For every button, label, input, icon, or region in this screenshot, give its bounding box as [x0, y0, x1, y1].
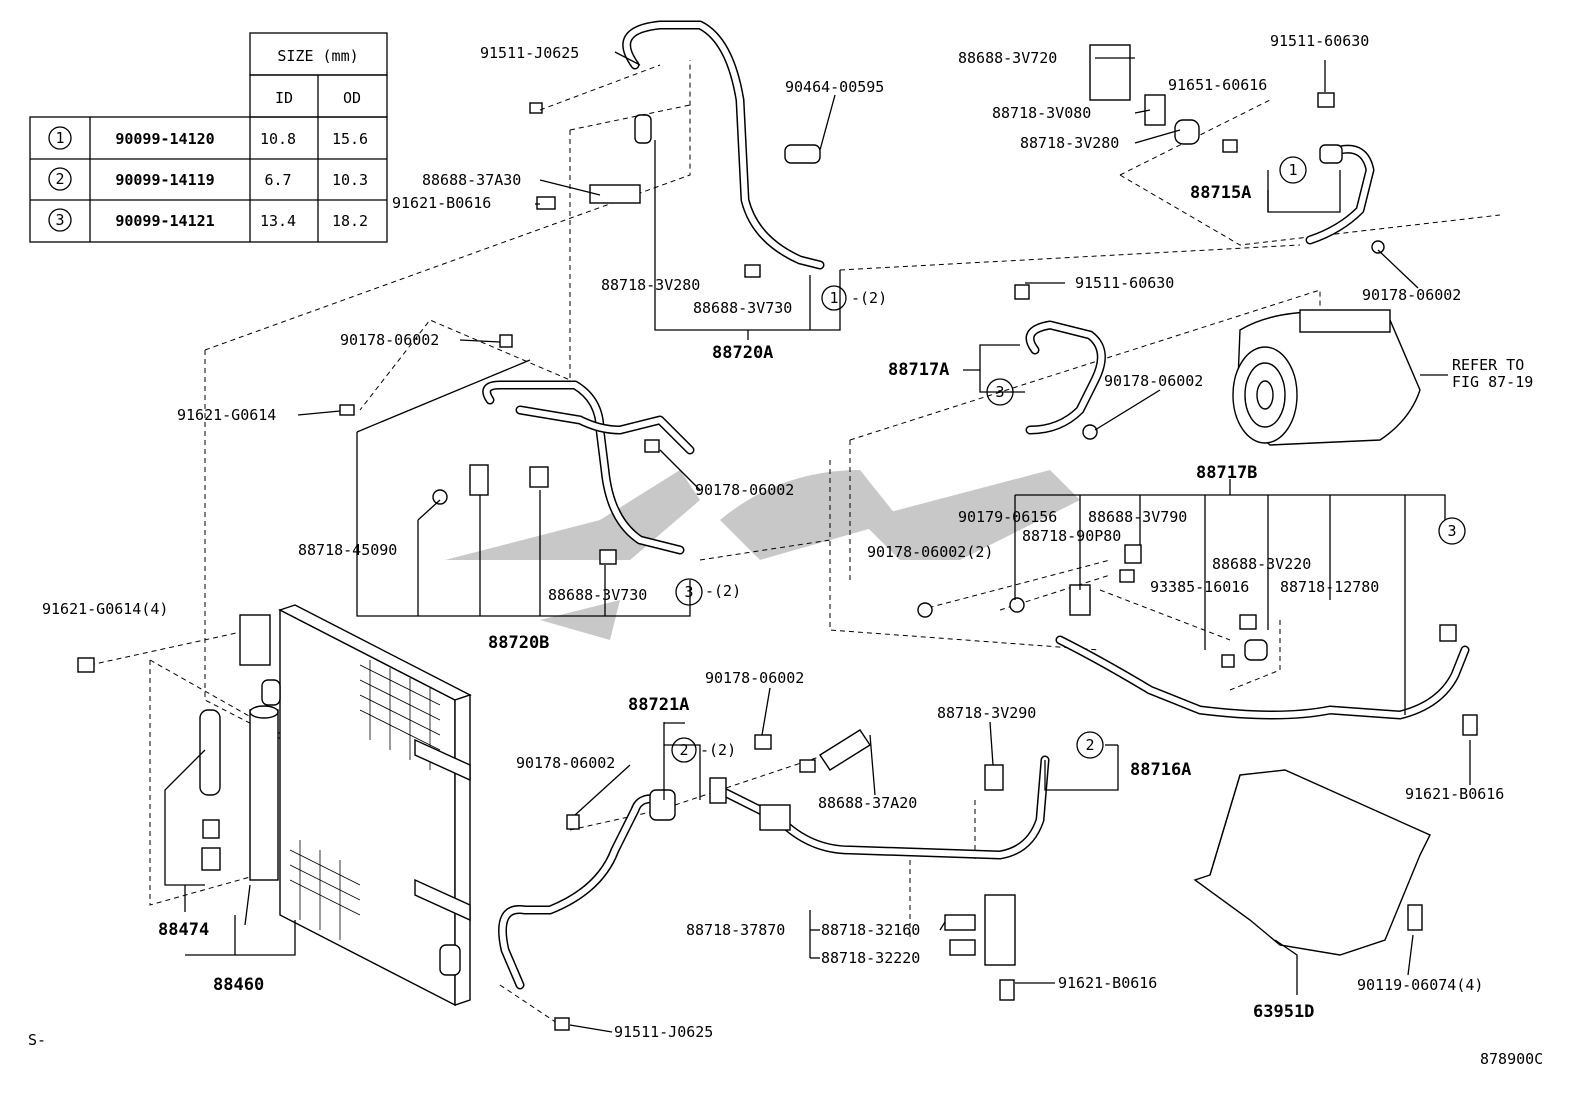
condenser-88460: [239, 604, 472, 1007]
part-labels: 91511-J0625 90464-00595 88688-37A30 9162…: [28, 32, 1543, 1068]
label-s-marker: S-: [28, 1031, 46, 1049]
label-88688-3V730-b: 88688-3V730: [548, 586, 647, 604]
label-90178-06002-b: 90178-06002: [1104, 372, 1203, 390]
label-88717A: 88717A: [888, 360, 949, 380]
table-od-1: 15.6: [332, 130, 368, 148]
callout-2-b: 2: [1085, 736, 1094, 754]
table-marker-1: 1: [55, 129, 64, 147]
col-id-header: ID: [275, 89, 293, 107]
label-88718-90P80: 88718-90P80: [1022, 527, 1121, 545]
callout-2-a: 2: [679, 741, 688, 759]
label-88718-12780: 88718-12780: [1280, 578, 1379, 596]
label-88474: 88474: [158, 920, 209, 940]
label-88716A: 88716A: [1130, 760, 1191, 780]
label-88720A: 88720A: [712, 343, 773, 363]
label-88718-3V280-a: 88718-3V280: [601, 276, 700, 294]
label-90178-06002-d: 90178-06002: [695, 481, 794, 499]
label-qty-1a: -(2): [851, 289, 887, 307]
table-od-2: 10.3: [332, 171, 368, 189]
pipes: [482, 20, 1470, 990]
label-90178-06002-e: 90178-06002: [705, 669, 804, 687]
table-part-3: 90099-14121: [115, 212, 214, 230]
label-88688-3V790: 88688-3V790: [1088, 508, 1187, 526]
label-63951D: 63951D: [1253, 1002, 1314, 1022]
label-88688-3V720: 88688-3V720: [958, 49, 1057, 67]
label-88688-37A30: 88688-37A30: [422, 171, 521, 189]
callout-1-b: 1: [1288, 161, 1297, 179]
label-91621-B0616-b: 91621-B0616: [1405, 785, 1504, 803]
label-90179-06156: 90179-06156: [958, 508, 1057, 526]
table-od-3: 18.2: [332, 212, 368, 230]
label-88688-3V730-a: 88688-3V730: [693, 299, 792, 317]
size-header: SIZE (mm): [277, 47, 358, 65]
label-93385-16016: 93385-16016: [1150, 578, 1249, 596]
label-88718-32220: 88718-32220: [821, 949, 920, 967]
callout-1-a: 1: [829, 289, 838, 307]
label-91511-60630-top: 91511-60630: [1270, 32, 1369, 50]
label-88718-3V290: 88718-3V290: [937, 704, 1036, 722]
label-88718-3V080: 88718-3V080: [992, 104, 1091, 122]
label-fig-87-19: FIG 87-19: [1452, 373, 1533, 391]
compressor: [1232, 309, 1448, 446]
label-91511-J0625-top: 91511-J0625: [480, 44, 579, 62]
label-88718-3V280-b: 88718-3V280: [1020, 134, 1119, 152]
label-91621-G0614-4: 91621-G0614(4): [42, 600, 168, 618]
label-refer-to: REFER TO: [1452, 356, 1524, 374]
heat-shield-63951D: [1193, 769, 1431, 956]
table-part-2: 90099-14119: [115, 171, 214, 189]
label-88715A: 88715A: [1190, 183, 1251, 203]
label-91621-B0616-c: 91621-B0616: [1058, 974, 1157, 992]
table-id-1: 10.8: [260, 130, 296, 148]
callout-3-a: 3: [995, 383, 1004, 401]
label-qty-2a: -(2): [700, 741, 736, 759]
small-hardware: [77, 44, 1478, 1031]
label-90178-06002-2: 90178-06002(2): [867, 543, 993, 561]
col-od-header: OD: [343, 89, 361, 107]
label-91511-J0625-bottom: 91511-J0625: [614, 1023, 713, 1041]
label-88721A: 88721A: [628, 695, 689, 715]
label-88720B: 88720B: [488, 633, 549, 653]
callout-3-c: 3: [1447, 522, 1456, 540]
label-figure-code: 878900C: [1480, 1050, 1543, 1068]
table-id-2: 6.7: [264, 171, 291, 189]
label-91621-G0614: 91621-G0614: [177, 406, 276, 424]
label-90464-00595: 90464-00595: [785, 78, 884, 96]
label-91511-60630-mid: 91511-60630: [1075, 274, 1174, 292]
table-id-3: 13.4: [260, 212, 296, 230]
label-88718-45090: 88718-45090: [298, 541, 397, 559]
label-88688-3V220: 88688-3V220: [1212, 555, 1311, 573]
label-88718-37870: 88718-37870: [686, 921, 785, 939]
table-part-1: 90099-14120: [115, 130, 214, 148]
callout-3-b: 3: [684, 583, 693, 601]
size-table: SIZE (mm) ID OD 1 90099-14120 10.8 15.6 …: [29, 32, 388, 243]
table-marker-2: 2: [55, 170, 64, 188]
label-90119-06074-4: 90119-06074(4): [1357, 976, 1483, 994]
callouts: 1 1 3 3 3 2 2: [671, 156, 1466, 763]
label-88688-37A20: 88688-37A20: [818, 794, 917, 812]
label-91621-B0616-a: 91621-B0616: [392, 194, 491, 212]
label-88460: 88460: [213, 975, 264, 995]
label-qty-3b: -(2): [705, 582, 741, 600]
label-91651-60616: 91651-60616: [1168, 76, 1267, 94]
watermark-shape: [445, 470, 1080, 640]
watermark-logo: [445, 470, 1080, 640]
table-marker-3: 3: [55, 211, 64, 229]
label-88718-32160: 88718-32160: [821, 921, 920, 939]
leader-lines: [184, 51, 1471, 1033]
label-88717B: 88717B: [1196, 463, 1257, 483]
label-90178-06002-c: 90178-06002: [340, 331, 439, 349]
label-90178-06002-f: 90178-06002: [516, 754, 615, 772]
receiver-88474: [164, 709, 221, 886]
label-90178-06002-a: 90178-06002: [1362, 286, 1461, 304]
